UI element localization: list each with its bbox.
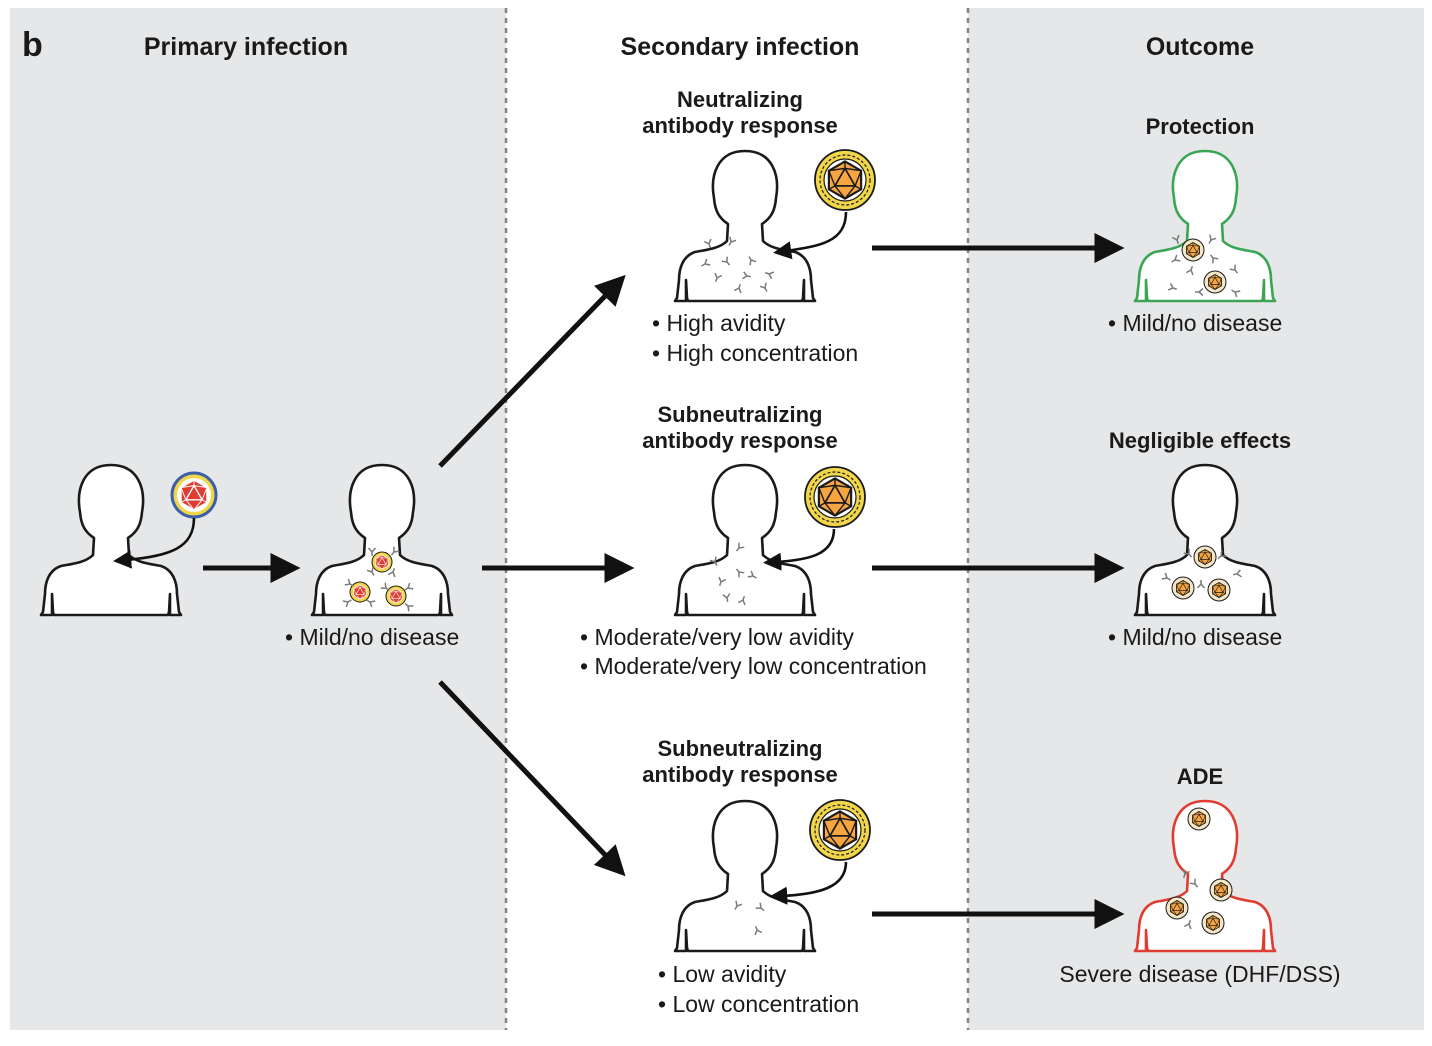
secondary-middle-bullet1: • Moderate/very low avidity bbox=[580, 624, 854, 650]
secondary-top-curve-arrow bbox=[773, 211, 848, 260]
branch-arrow-top bbox=[438, 274, 626, 468]
secondary-middle-title-line1: Subneutralizing bbox=[658, 402, 823, 427]
primary-virus-icon bbox=[172, 473, 216, 517]
primary-heading: Primary infection bbox=[144, 33, 348, 61]
outcome-top-title: Protection bbox=[1146, 114, 1255, 139]
secondary-middle-curve-arrow bbox=[763, 528, 836, 571]
primary-infected-bullet: • Mild/no disease bbox=[285, 624, 459, 650]
outcome-middle-title: Negligible effects bbox=[1109, 428, 1291, 453]
outcome-bottom-title: ADE bbox=[1177, 764, 1223, 789]
outcome-bottom-bullet: Severe disease (DHF/DSS) bbox=[1059, 961, 1340, 987]
secondary-middle-bullet2: • Moderate/very low concentration bbox=[580, 653, 927, 679]
secondary-bottom-curve-arrow bbox=[769, 861, 848, 905]
secondary-top-title-line1: Neutralizing bbox=[677, 87, 803, 112]
secondary-top-virus-icon bbox=[815, 150, 875, 210]
secondary-top-title-line2: antibody response bbox=[642, 113, 838, 138]
secondary-middle-virus-icon bbox=[805, 467, 865, 527]
secondary-bottom-bullet2: • Low concentration bbox=[658, 991, 859, 1017]
panel-letter: b bbox=[22, 26, 43, 64]
outcome-top-bullet: • Mild/no disease bbox=[1108, 310, 1282, 336]
secondary-bottom-title-line2: antibody response bbox=[642, 762, 838, 787]
outcome-heading: Outcome bbox=[1146, 33, 1254, 61]
primary-infection-curve-arrow bbox=[113, 517, 196, 569]
secondary-top-bullet1: • High avidity bbox=[652, 310, 786, 336]
secondary-bottom-virus-icon bbox=[810, 800, 870, 860]
secondary-heading: Secondary infection bbox=[621, 33, 860, 61]
secondary-middle-title-line2: antibody response bbox=[642, 428, 838, 453]
secondary-bottom-bullet1: • Low avidity bbox=[658, 961, 787, 987]
secondary-bottom-title-line1: Subneutralizing bbox=[658, 736, 823, 761]
outcome-middle-bullet: • Mild/no disease bbox=[1108, 624, 1282, 650]
branch-arrow-bottom bbox=[438, 680, 626, 877]
secondary-top-bullet2: • High concentration bbox=[652, 340, 858, 366]
